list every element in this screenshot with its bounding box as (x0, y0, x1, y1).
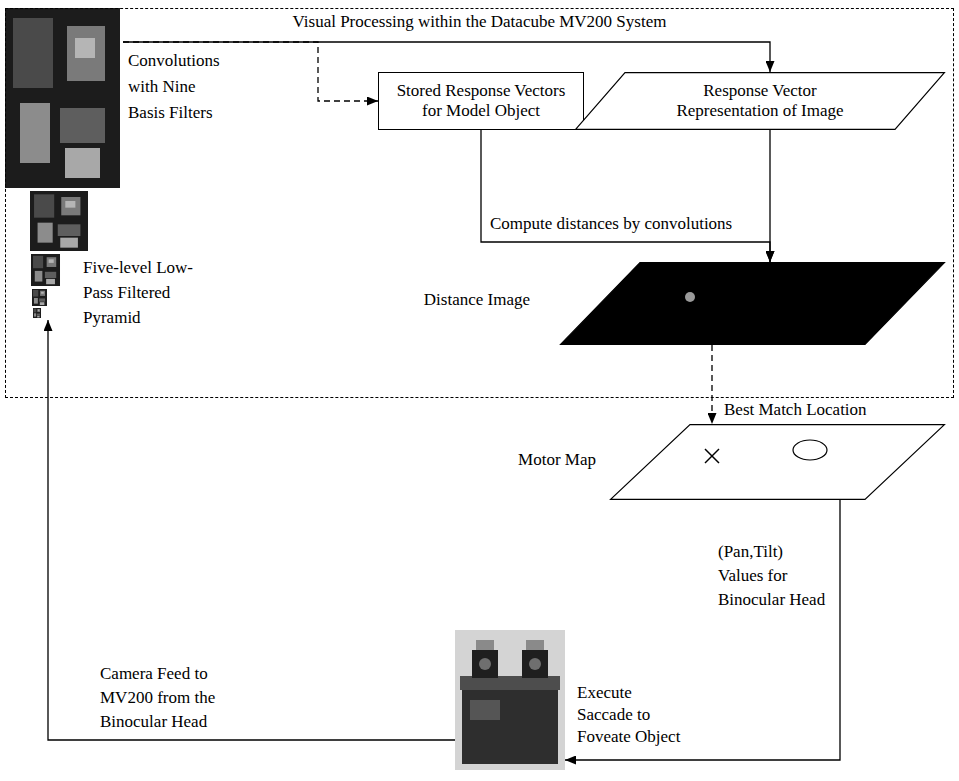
parallelogram-shape (576, 73, 945, 130)
camera-lens (529, 658, 541, 670)
text-holder: Distance Image (424, 290, 530, 310)
parallelogram-shape (561, 263, 945, 345)
edge-label-holder: Best Match Location (724, 400, 867, 420)
parallelogram-outline (560, 262, 945, 345)
text-holder: Five-level Low-Pass Filtered Pyramid (83, 255, 215, 330)
text-holder: Stored Response Vectors for Model Object (379, 73, 583, 129)
text-holder: Visual Processing within the Datacube MV… (6, 12, 953, 32)
pyramid-level-image (30, 191, 88, 251)
head-base (462, 688, 558, 764)
data-parallelogram: Response Vector Representation of Image (575, 72, 945, 130)
head-panel (470, 700, 500, 720)
node-text: Distance Image (424, 290, 530, 310)
edge-label-holder: Compute distances by convolutions (490, 214, 732, 234)
camera-handle (476, 640, 494, 650)
distance-image: Distance Image (560, 262, 945, 345)
edge-label: Camera Feed to MV200 from the Binocular … (100, 662, 222, 734)
connector (123, 42, 770, 72)
connector (48, 320, 455, 740)
photo-ground (455, 630, 565, 770)
edge-label-holder: Convolutions with Nine Basis Filters (128, 48, 228, 126)
parallelogram-shape (611, 425, 945, 500)
edge-label: Best Match Location (724, 400, 867, 420)
edge-label: Compute distances by convolutions (490, 214, 732, 234)
binocular-head: Execute Saccade to Foveate Object (455, 630, 565, 770)
connector (711, 345, 712, 424)
pyramid-level-image (33, 308, 41, 318)
process-box: Stored Response Vectors for Model Object (378, 72, 584, 130)
edge-label-holder: Camera Feed to MV200 from the Binocular … (100, 662, 222, 734)
camera-body (472, 650, 498, 678)
pyramid-level-image (32, 289, 47, 306)
connector (769, 130, 770, 262)
binocular-head-photo (455, 630, 565, 770)
connector (565, 500, 840, 760)
camera-handle (526, 640, 544, 650)
text-holder: Response Vector Representation of Image (575, 72, 945, 130)
text-holder: Execute Saccade to Foveate Object (577, 682, 685, 748)
node-text: Motor Map (518, 450, 596, 470)
node-text: Five-level Low-Pass Filtered Pyramid (83, 255, 215, 330)
pyramid-level-image (5, 8, 120, 188)
node-text: Visual Processing within the Datacube MV… (6, 12, 953, 32)
edge-label-holder: (Pan,Tilt) Values for Binocular Head (718, 540, 830, 612)
text-holder: Motor Map (518, 450, 596, 470)
camera-lens (479, 658, 491, 670)
head-platform (460, 676, 560, 690)
edge-label: (Pan,Tilt) Values for Binocular Head (718, 540, 830, 612)
parallelogram-outline (610, 424, 945, 500)
pyramid-level-image (31, 254, 60, 286)
image-pyramid: Five-level Low-Pass Filtered Pyramid (5, 8, 123, 320)
motor-map: Motor Map (610, 424, 945, 500)
node-text: Response Vector Representation of Image (663, 81, 858, 122)
connector (481, 130, 770, 262)
edge-label: Convolutions with Nine Basis Filters (128, 48, 228, 126)
camera-body (522, 650, 548, 678)
node-text: Stored Response Vectors for Model Object (386, 81, 576, 122)
node-text: Execute Saccade to Foveate Object (577, 682, 685, 748)
